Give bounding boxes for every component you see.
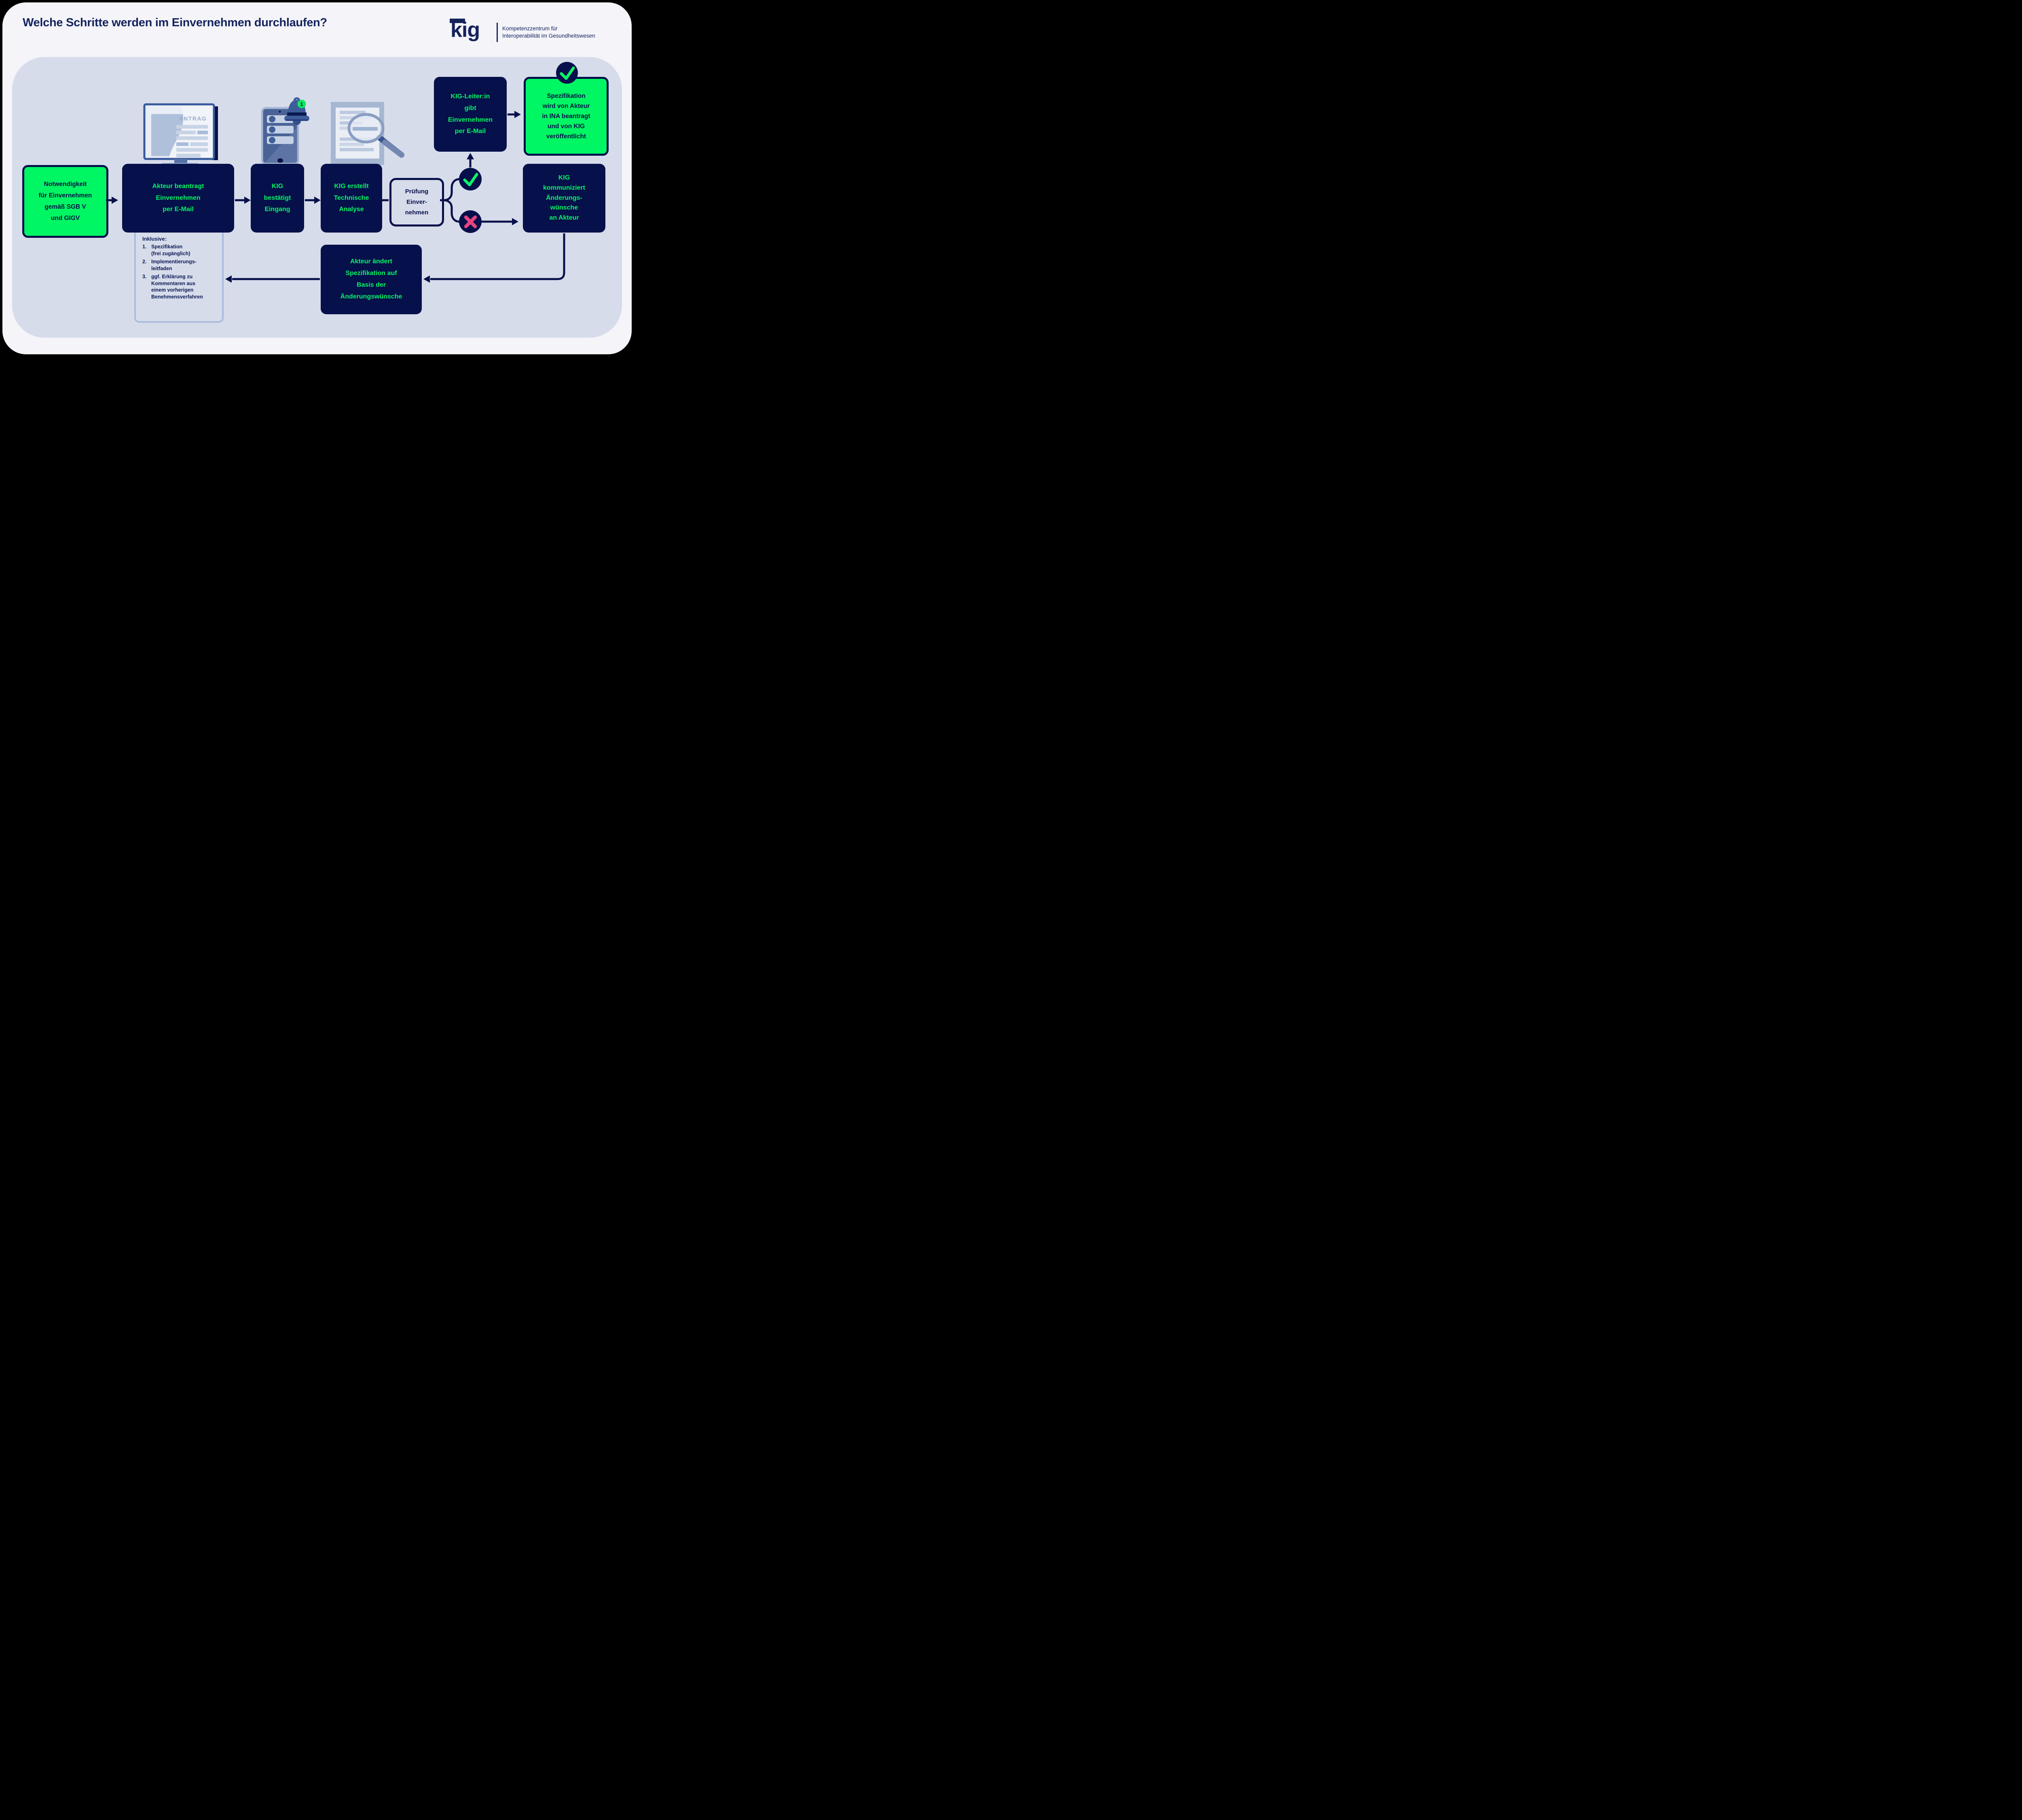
flow-apply-box: Akteur beantragt Einvernehmen per E-Mail xyxy=(122,164,234,233)
flow-leader-box: KIG-Leiter:in gibt Einvernehmen per E-Ma… xyxy=(434,77,507,152)
bell-clapper xyxy=(293,121,301,125)
flow-analysis-box: KIG erstellt Technische Analyse xyxy=(321,164,382,233)
logo-flag-icon xyxy=(450,19,465,23)
publish-check-badge xyxy=(556,62,578,84)
logo-divider xyxy=(497,23,498,42)
list-item: 3.ggf. Erklärung zu Kommentaren aus eine… xyxy=(142,274,203,300)
logo-caption: Kompetenzzentrum für Interoperabilität i… xyxy=(502,25,595,39)
connector-layer xyxy=(106,62,578,283)
flow-publish-box: Spezifikation wird von Akteur in INA bea… xyxy=(524,77,609,156)
flow-confirm-box: KIG bestätigt Eingang xyxy=(251,164,304,233)
infographic: Welche Schritte werden im Einvernehmen d… xyxy=(0,0,634,357)
flow-panel xyxy=(12,57,622,338)
cross-circle-icon xyxy=(459,210,482,233)
notification-count: 1 xyxy=(300,101,303,107)
icon-layer: ANTRAG xyxy=(143,97,404,167)
flow-decision-box: Prüfung Einver- nehmen xyxy=(389,178,444,226)
kig-logo: kig Kompetenzzentrum für Interoperabilit… xyxy=(448,15,618,47)
inclusive-note: Inklusive: 1.Spezifikation (frei zugängl… xyxy=(134,228,224,323)
flow-changes-box: KIG kommuniziert Änderungs- wünsche an A… xyxy=(523,164,605,233)
inclusive-heading: Inklusive: xyxy=(142,236,167,242)
magnifier-icon xyxy=(347,113,404,158)
notification-badge: 1 xyxy=(297,99,306,108)
page-title: Welche Schritte werden im Einvernehmen d… xyxy=(23,16,327,29)
flow-revise-box: Akteur ändert Spezifikation auf Basis de… xyxy=(321,245,422,314)
arrow-changes-revise xyxy=(430,233,565,280)
list-item: 1.Spezifikation (frei zugänglich) xyxy=(142,244,190,256)
flow-start-box: Notwendigkeit für Einvernehmen gemäß SGB… xyxy=(22,165,108,238)
monitor-screen-label: ANTRAG xyxy=(179,115,207,122)
list-item: 2.Implementierungs- leitfaden xyxy=(142,259,197,271)
check-circle-icon xyxy=(459,168,482,190)
connector-decision-fork xyxy=(440,178,460,223)
tablet-icon xyxy=(261,107,299,165)
monitor-icon: ANTRAG xyxy=(143,103,218,167)
